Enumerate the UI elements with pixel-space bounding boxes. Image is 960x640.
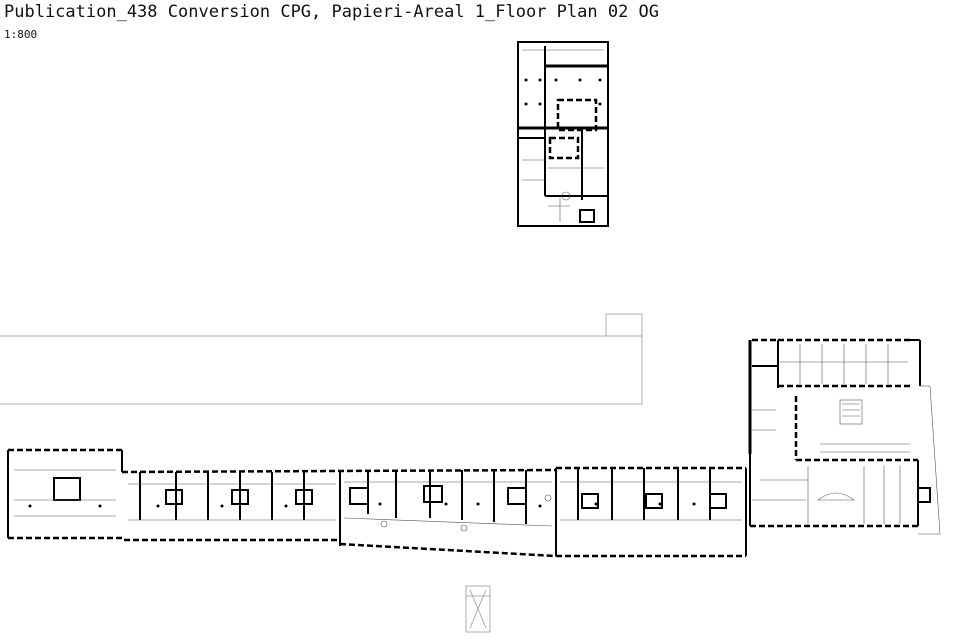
central-outline <box>0 313 643 405</box>
scale-label: 1:800 <box>4 28 38 41</box>
south-annex-outline <box>465 585 491 633</box>
north-building <box>517 41 609 227</box>
south-long-building <box>7 448 747 558</box>
sheet-title: Publication_438 Conversion CPG, Papieri-… <box>4 2 660 22</box>
east-building <box>748 338 941 535</box>
